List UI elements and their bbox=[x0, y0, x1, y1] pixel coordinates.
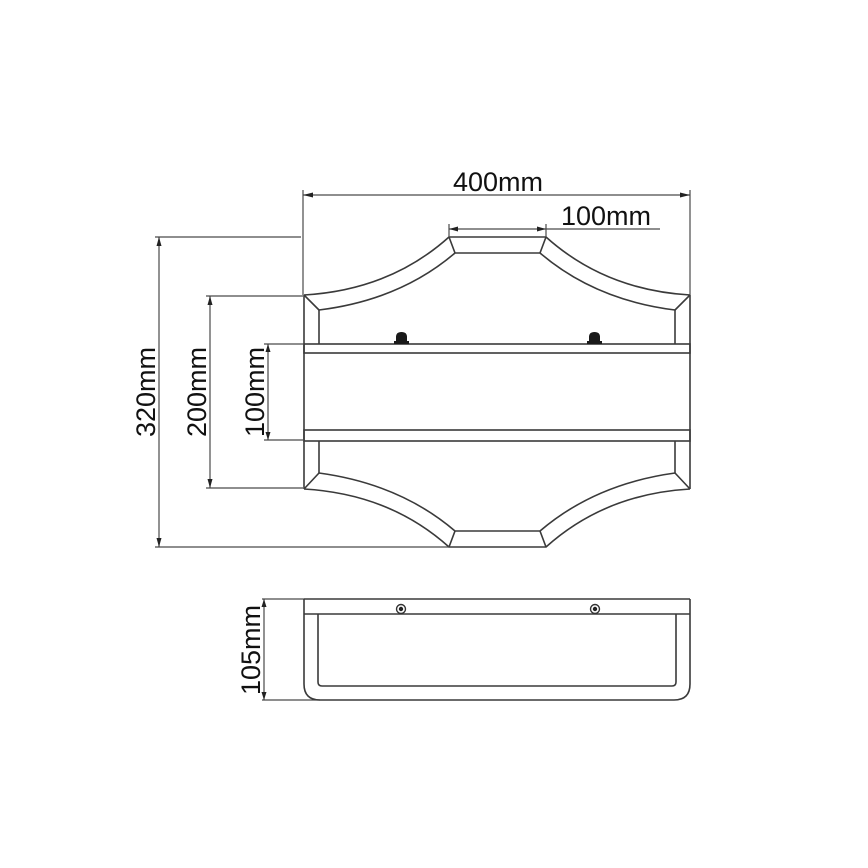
arrow-icon bbox=[261, 599, 267, 607]
arrow-icon bbox=[156, 538, 162, 547]
front-view-bottom-outer-outline bbox=[303, 488, 691, 548]
front-view bbox=[303, 236, 691, 548]
front-view-bevel bbox=[539, 530, 547, 548]
label-bar-100mm: 100mm bbox=[240, 347, 270, 437]
arrow-icon bbox=[265, 344, 271, 352]
front-view-bevel bbox=[539, 236, 547, 254]
arrow-icon bbox=[207, 479, 213, 488]
arrow-icon bbox=[261, 692, 267, 700]
dimension-labels: 400mm 100mm 320mm 200mm 100mm 105mm bbox=[131, 167, 651, 695]
arrow-icon bbox=[156, 237, 162, 246]
front-view-top-inner-outline bbox=[318, 252, 676, 311]
arrow-icon bbox=[537, 226, 546, 232]
screw-icon bbox=[395, 603, 407, 615]
screw-icon bbox=[589, 603, 601, 615]
front-view-lower-bar bbox=[303, 429, 691, 442]
label-top-flat-100mm: 100mm bbox=[561, 201, 651, 231]
bolt-icon bbox=[394, 332, 409, 344]
side-view-inner-frame bbox=[317, 614, 677, 687]
front-view-bevel bbox=[303, 472, 320, 490]
front-view-bevel bbox=[674, 294, 691, 311]
front-view-bevel bbox=[674, 472, 691, 490]
arrow-icon bbox=[207, 296, 213, 305]
side-view-outer-frame bbox=[303, 599, 691, 701]
bolt-icon bbox=[587, 332, 602, 344]
front-view-bevel bbox=[448, 530, 456, 548]
front-view-upper-bar bbox=[303, 343, 691, 354]
arrow-icon bbox=[449, 226, 458, 232]
label-depth-105mm: 105mm bbox=[236, 605, 266, 695]
front-view-bevel bbox=[448, 236, 456, 254]
label-height-320mm: 320mm bbox=[131, 347, 161, 437]
arrow-icon bbox=[265, 432, 271, 440]
dimension-lines bbox=[155, 190, 691, 548]
arrow-icon bbox=[303, 192, 313, 198]
front-view-bevel bbox=[303, 294, 320, 311]
front-view-bottom-inner-outline bbox=[318, 472, 676, 532]
arrow-icon bbox=[680, 192, 690, 198]
side-view bbox=[261, 598, 691, 701]
front-view-top-outer-outline bbox=[303, 236, 691, 296]
label-width-400mm: 400mm bbox=[453, 167, 543, 197]
label-side-200mm: 200mm bbox=[182, 347, 212, 437]
